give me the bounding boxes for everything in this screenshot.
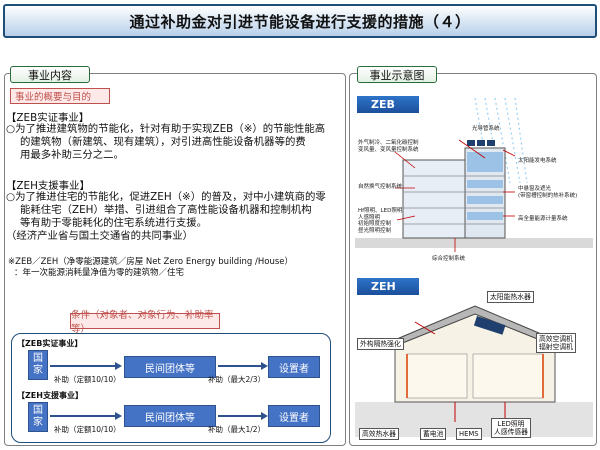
zeh-line: ○为了推进住宅的节能化，促进ZEH（※）的普及，对中小建筑商的零 bbox=[6, 191, 326, 203]
zeh-callout: 高效空调机 辐射空调机 bbox=[536, 333, 576, 353]
page-title: 通过补助金对引进节能设备进行支援的措施（４） bbox=[3, 4, 597, 38]
flow-arrow bbox=[218, 362, 268, 370]
zeh-callout: HEMS bbox=[456, 428, 482, 440]
illustration-tab: 事业示意图 bbox=[357, 66, 437, 83]
zeb-callout: 自然换气控制系统 bbox=[358, 184, 403, 190]
zeh-line: 等有助于零能耗化的住宅系统进行支援。 bbox=[20, 217, 208, 229]
zeb-description: ○为了推进建筑物的节能化，针对有助于实现ZEB（※）的节能性能高 的建筑物（新建… bbox=[6, 123, 325, 162]
zeh-callout: LED照明 人感传感器 bbox=[491, 418, 531, 438]
zeh-tag: ZEH bbox=[357, 278, 419, 295]
private-org-node: 民间团体等 bbox=[124, 405, 216, 427]
zeh-description: ○为了推进住宅的节能化，促进ZEH（※）的普及，对中小建筑商的零 能耗住宅（ZE… bbox=[6, 191, 326, 243]
flow-arrow bbox=[50, 412, 122, 420]
zeh-illustration bbox=[355, 272, 593, 442]
zeb-callout: Hf照明、LED照明 人感照明 初始照度控制 昼光照明控制 bbox=[358, 208, 403, 234]
zeh-line: 能耗住宅（ZEH）举措、引进组合了高性能设备机器和控制机构 bbox=[20, 204, 312, 216]
note-line: ：年一次能源消耗量净值为零的建筑物／住宅 bbox=[14, 268, 185, 278]
overview-label: 事业的概要与目的 bbox=[10, 88, 110, 104]
zeh-callout: 高效热水器 bbox=[359, 428, 399, 440]
zeh-house-image bbox=[355, 305, 593, 437]
zeh-callout: 蓄电池 bbox=[420, 428, 447, 440]
zeh-callout: 外构隔热强化 bbox=[357, 338, 404, 350]
installer-node: 设置者 bbox=[268, 405, 320, 427]
zeb-callout: 外气制冷、二氧化碳控制 变风量、变风量控制系统 bbox=[358, 140, 419, 153]
business-content-tab: 事业内容 bbox=[10, 66, 90, 83]
zeb-line: 的建筑物（新建筑、现有建筑），对引进高性能设备机器等的费 bbox=[20, 136, 306, 148]
definition-note: ※ZEB／ZEH（净零能源建筑／房屋 Net Zero Energy build… bbox=[8, 257, 293, 279]
subsidy-label: 补助（最大2/3） bbox=[208, 375, 266, 384]
zeh-line: （经济产业省与国土交通省的共同事业） bbox=[6, 230, 194, 242]
note-line: ※ZEB／ZEH（净零能源建筑／房屋 Net Zero Energy build… bbox=[8, 257, 294, 267]
zeb-callout: 高全量能源计量系统 bbox=[518, 216, 568, 222]
zeb-line: 用最多补助三分之二。 bbox=[20, 149, 124, 161]
zeb-tag: ZEB bbox=[357, 96, 419, 113]
zeh-heading: 【ZEH支援事业】 bbox=[6, 180, 90, 192]
installer-node: 设置者 bbox=[268, 356, 320, 378]
zeb-callout: 中悬窗及遮光 (带窗槽控制的热补系统) bbox=[518, 186, 578, 199]
zeb-illustration bbox=[355, 88, 593, 266]
private-org-node: 民间团体等 bbox=[124, 356, 216, 378]
zeh-callout: 太阳能热水器 bbox=[487, 291, 534, 303]
subsidy-label: 补助（定额10/10） bbox=[54, 375, 121, 384]
flow-arrow bbox=[50, 362, 122, 370]
zeh-flow-title: 【ZEH支援事业】 bbox=[17, 391, 83, 400]
subsidy-label: 补助（最大1/2） bbox=[208, 425, 266, 434]
flow-arrow bbox=[218, 412, 268, 420]
zeb-line: ○为了推进建筑物的节能化，针对有助于实现ZEB（※）的节能性能高 bbox=[6, 123, 326, 135]
zeb-callout: 光导管系统 bbox=[472, 126, 500, 132]
zeb-flow-title: 【ZEB实证事业】 bbox=[17, 339, 83, 348]
zeb-heading: 【ZEB实证事业】 bbox=[6, 112, 90, 124]
zeb-callout: 综合控制系统 bbox=[432, 256, 466, 262]
zeb-callout: 太阳能发电系统 bbox=[518, 158, 557, 164]
state-node: 国 家 bbox=[28, 402, 48, 432]
zeb-building-image bbox=[355, 97, 593, 252]
state-node: 国 家 bbox=[28, 350, 48, 380]
conditions-label: 条件（对象者、对象行为、补助率等） bbox=[70, 310, 220, 335]
subsidy-label: 补助（定额10/10） bbox=[54, 425, 121, 434]
